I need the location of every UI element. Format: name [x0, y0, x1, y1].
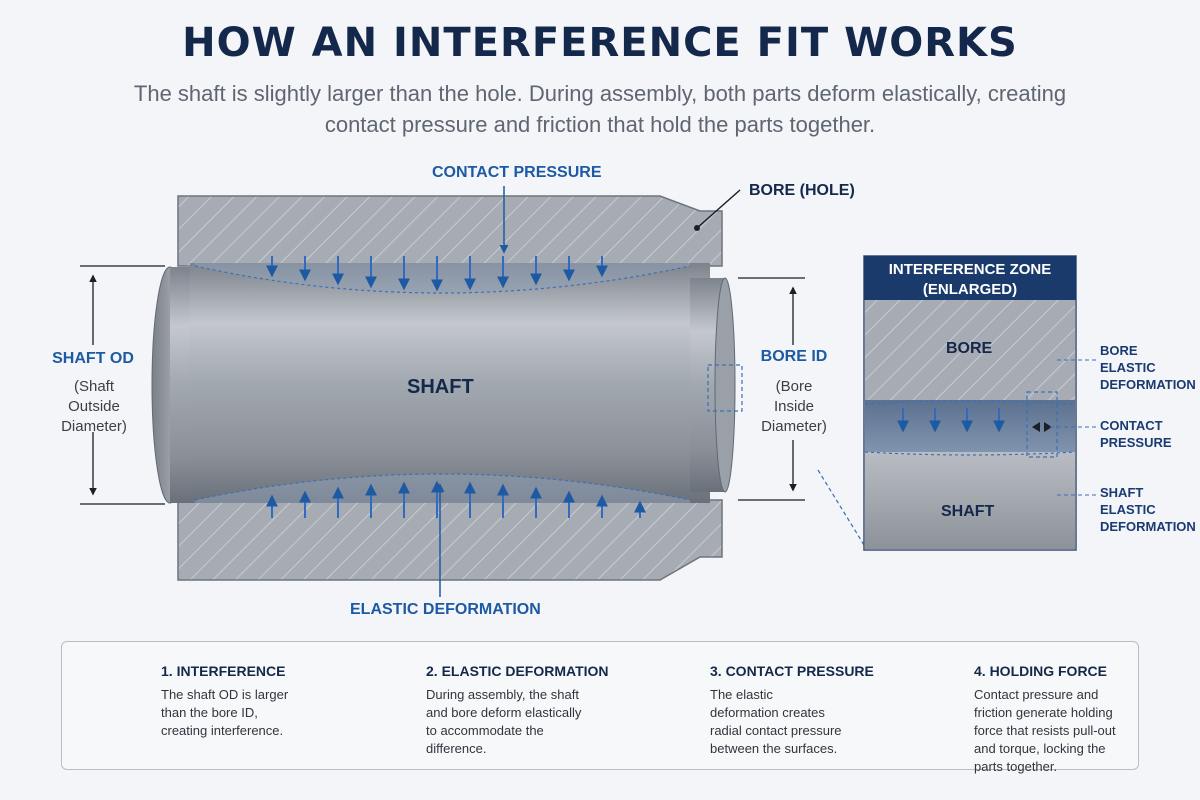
shaft-right-end [714, 277, 736, 493]
interference-zone-panel [863, 255, 1096, 551]
step-3-text: The elastic deformation creates radial c… [710, 687, 842, 756]
step-1-text: The shaft OD is larger than the bore ID,… [161, 687, 289, 738]
zone-bore-region [865, 300, 1075, 404]
contact-pressure-arrows-top [266, 256, 608, 292]
bore-hole-label: BORE (HOLE) [749, 182, 855, 199]
bore-housing-top [177, 195, 723, 267]
zone-shaft-label: SHAFT [941, 503, 995, 520]
zone-bore-label: BORE [946, 340, 993, 357]
contact-pressure-label: CONTACT PRESSURE [432, 164, 602, 181]
contact-pressure-arrows-bottom [266, 480, 646, 518]
zone-contact-pressure-label: CONTACT PRESSURE [1100, 418, 1172, 450]
page-subtitle: The shaft is slightly larger than the ho… [133, 81, 1067, 137]
step-2-title: 2. ELASTIC DEFORMATION [426, 663, 609, 679]
bore-leader [696, 189, 741, 229]
shaft-label: SHAFT [407, 376, 474, 398]
page-title: HOW AN INTERFERENCE FIT WORKS [182, 20, 1018, 66]
step-4-text: Contact pressure and friction generate h… [974, 687, 1116, 774]
detail-marker-box [707, 364, 743, 412]
bore-id-label: BORE ID [760, 348, 828, 365]
step-2-text: During assembly, the shaft and bore defo… [426, 687, 582, 756]
step-3-title: 3. CONTACT PRESSURE [710, 663, 874, 679]
shaft-od-label: SHAFT OD [52, 350, 134, 367]
bore-id-dimension [738, 277, 805, 501]
zone-gap [865, 400, 1075, 452]
shaft-elastic-deformation-label: SHAFT ELASTIC DEFORMATION [1100, 485, 1196, 534]
step-4-title: 4. HOLDING FORCE [974, 663, 1108, 679]
zone-title-line1: INTERFERENCE ZONE [888, 261, 1052, 278]
interference-zone-title: INTERFERENCE ZONE (ENLARGED) [864, 256, 1076, 300]
shaft-od-dimension [80, 265, 165, 505]
steps-panel [61, 641, 1139, 770]
shaft-od-note: (Shaft Outside Diameter) [61, 378, 127, 435]
step-1-title: 1. INTERFERENCE [161, 663, 286, 679]
elastic-deformation-label: ELASTIC DEFORMATION [350, 601, 541, 618]
bore-housing-bottom [177, 499, 723, 581]
zone-title-line2: (ENLARGED) [922, 281, 1018, 298]
bore-id-note: (Bore Inside Diameter) [761, 378, 827, 435]
zone-pressure-arrows [897, 408, 1005, 433]
bore-elastic-deformation-label: BORE ELASTIC DEFORMATION [1100, 343, 1196, 392]
shaft-body [190, 263, 710, 503]
zone-shaft-region [865, 452, 1075, 549]
